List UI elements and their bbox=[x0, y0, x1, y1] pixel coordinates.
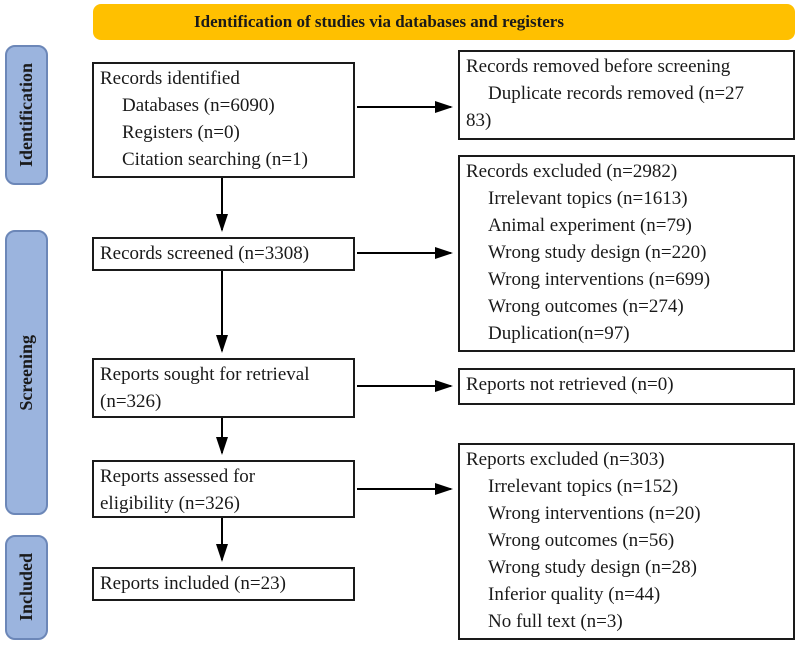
stage-label-included-text: Included bbox=[16, 553, 36, 622]
box-line: 83) bbox=[466, 110, 492, 131]
box-line: Wrong interventions (n=20) bbox=[488, 503, 701, 524]
stage-label-screening-text: Screening bbox=[16, 334, 36, 411]
box-line: Inferior quality (n=44) bbox=[488, 584, 661, 605]
box-records-removed: Records removed before screening Duplica… bbox=[458, 50, 795, 140]
box-line: Databases (n=6090) bbox=[122, 95, 275, 116]
banner-title: Identification of studies via databases … bbox=[194, 12, 564, 31]
box-line: Duplicate records removed (n=27 bbox=[488, 83, 745, 104]
stage-label-included: Included bbox=[5, 535, 48, 640]
box-line: No full text (n=3) bbox=[488, 611, 623, 632]
box-records-identified: Records identified Databases (n=6090) Re… bbox=[92, 62, 355, 178]
box-line: Wrong study design (n=28) bbox=[488, 557, 697, 578]
box-reports-not-retrieved: Reports not retrieved (n=0) bbox=[458, 368, 795, 405]
box-line: Records identified bbox=[100, 68, 240, 89]
banner: Identification of studies via databases … bbox=[93, 4, 795, 40]
stage-label-identification-text: Identification bbox=[16, 62, 36, 167]
box-line: Reports included (n=23) bbox=[100, 573, 286, 594]
box-line: Reports sought for retrieval bbox=[100, 364, 310, 385]
box-line: Records excluded (n=2982) bbox=[466, 161, 678, 182]
box-records-screened: Records screened (n=3308) bbox=[92, 237, 355, 271]
box-line: Reports not retrieved (n=0) bbox=[466, 374, 674, 395]
box-line: Animal experiment (n=79) bbox=[488, 215, 692, 236]
box-line: eligibility (n=326) bbox=[100, 493, 241, 514]
box-reports-assessed: Reports assessed for eligibility (n=326) bbox=[92, 460, 355, 518]
box-line: Wrong outcomes (n=274) bbox=[488, 296, 684, 317]
box-line: Irrelevant topics (n=152) bbox=[488, 476, 679, 497]
box-line: Irrelevant topics (n=1613) bbox=[488, 188, 688, 209]
box-line: Duplication(n=97) bbox=[488, 323, 630, 344]
stage-label-screening: Screening bbox=[5, 230, 48, 515]
box-line: Registers (n=0) bbox=[122, 122, 240, 143]
box-line: Wrong interventions (n=699) bbox=[488, 269, 711, 290]
box-reports-sought: Reports sought for retrieval (n=326) bbox=[92, 358, 355, 418]
box-line: Records screened (n=3308) bbox=[100, 243, 310, 264]
stage-label-identification: Identification bbox=[5, 45, 48, 185]
box-line: Reports excluded (n=303) bbox=[466, 449, 665, 470]
box-reports-included: Reports included (n=23) bbox=[92, 567, 355, 601]
box-line: Citation searching (n=1) bbox=[122, 149, 308, 170]
box-reports-excluded: Reports excluded (n=303) Irrelevant topi… bbox=[458, 443, 795, 640]
box-records-excluded: Records excluded (n=2982) Irrelevant top… bbox=[458, 155, 795, 352]
box-line: (n=326) bbox=[100, 391, 162, 412]
box-line: Reports assessed for bbox=[100, 466, 256, 487]
box-line: Wrong outcomes (n=56) bbox=[488, 530, 675, 551]
box-line: Wrong study design (n=220) bbox=[488, 242, 707, 263]
box-line: Records removed before screening bbox=[466, 56, 731, 77]
